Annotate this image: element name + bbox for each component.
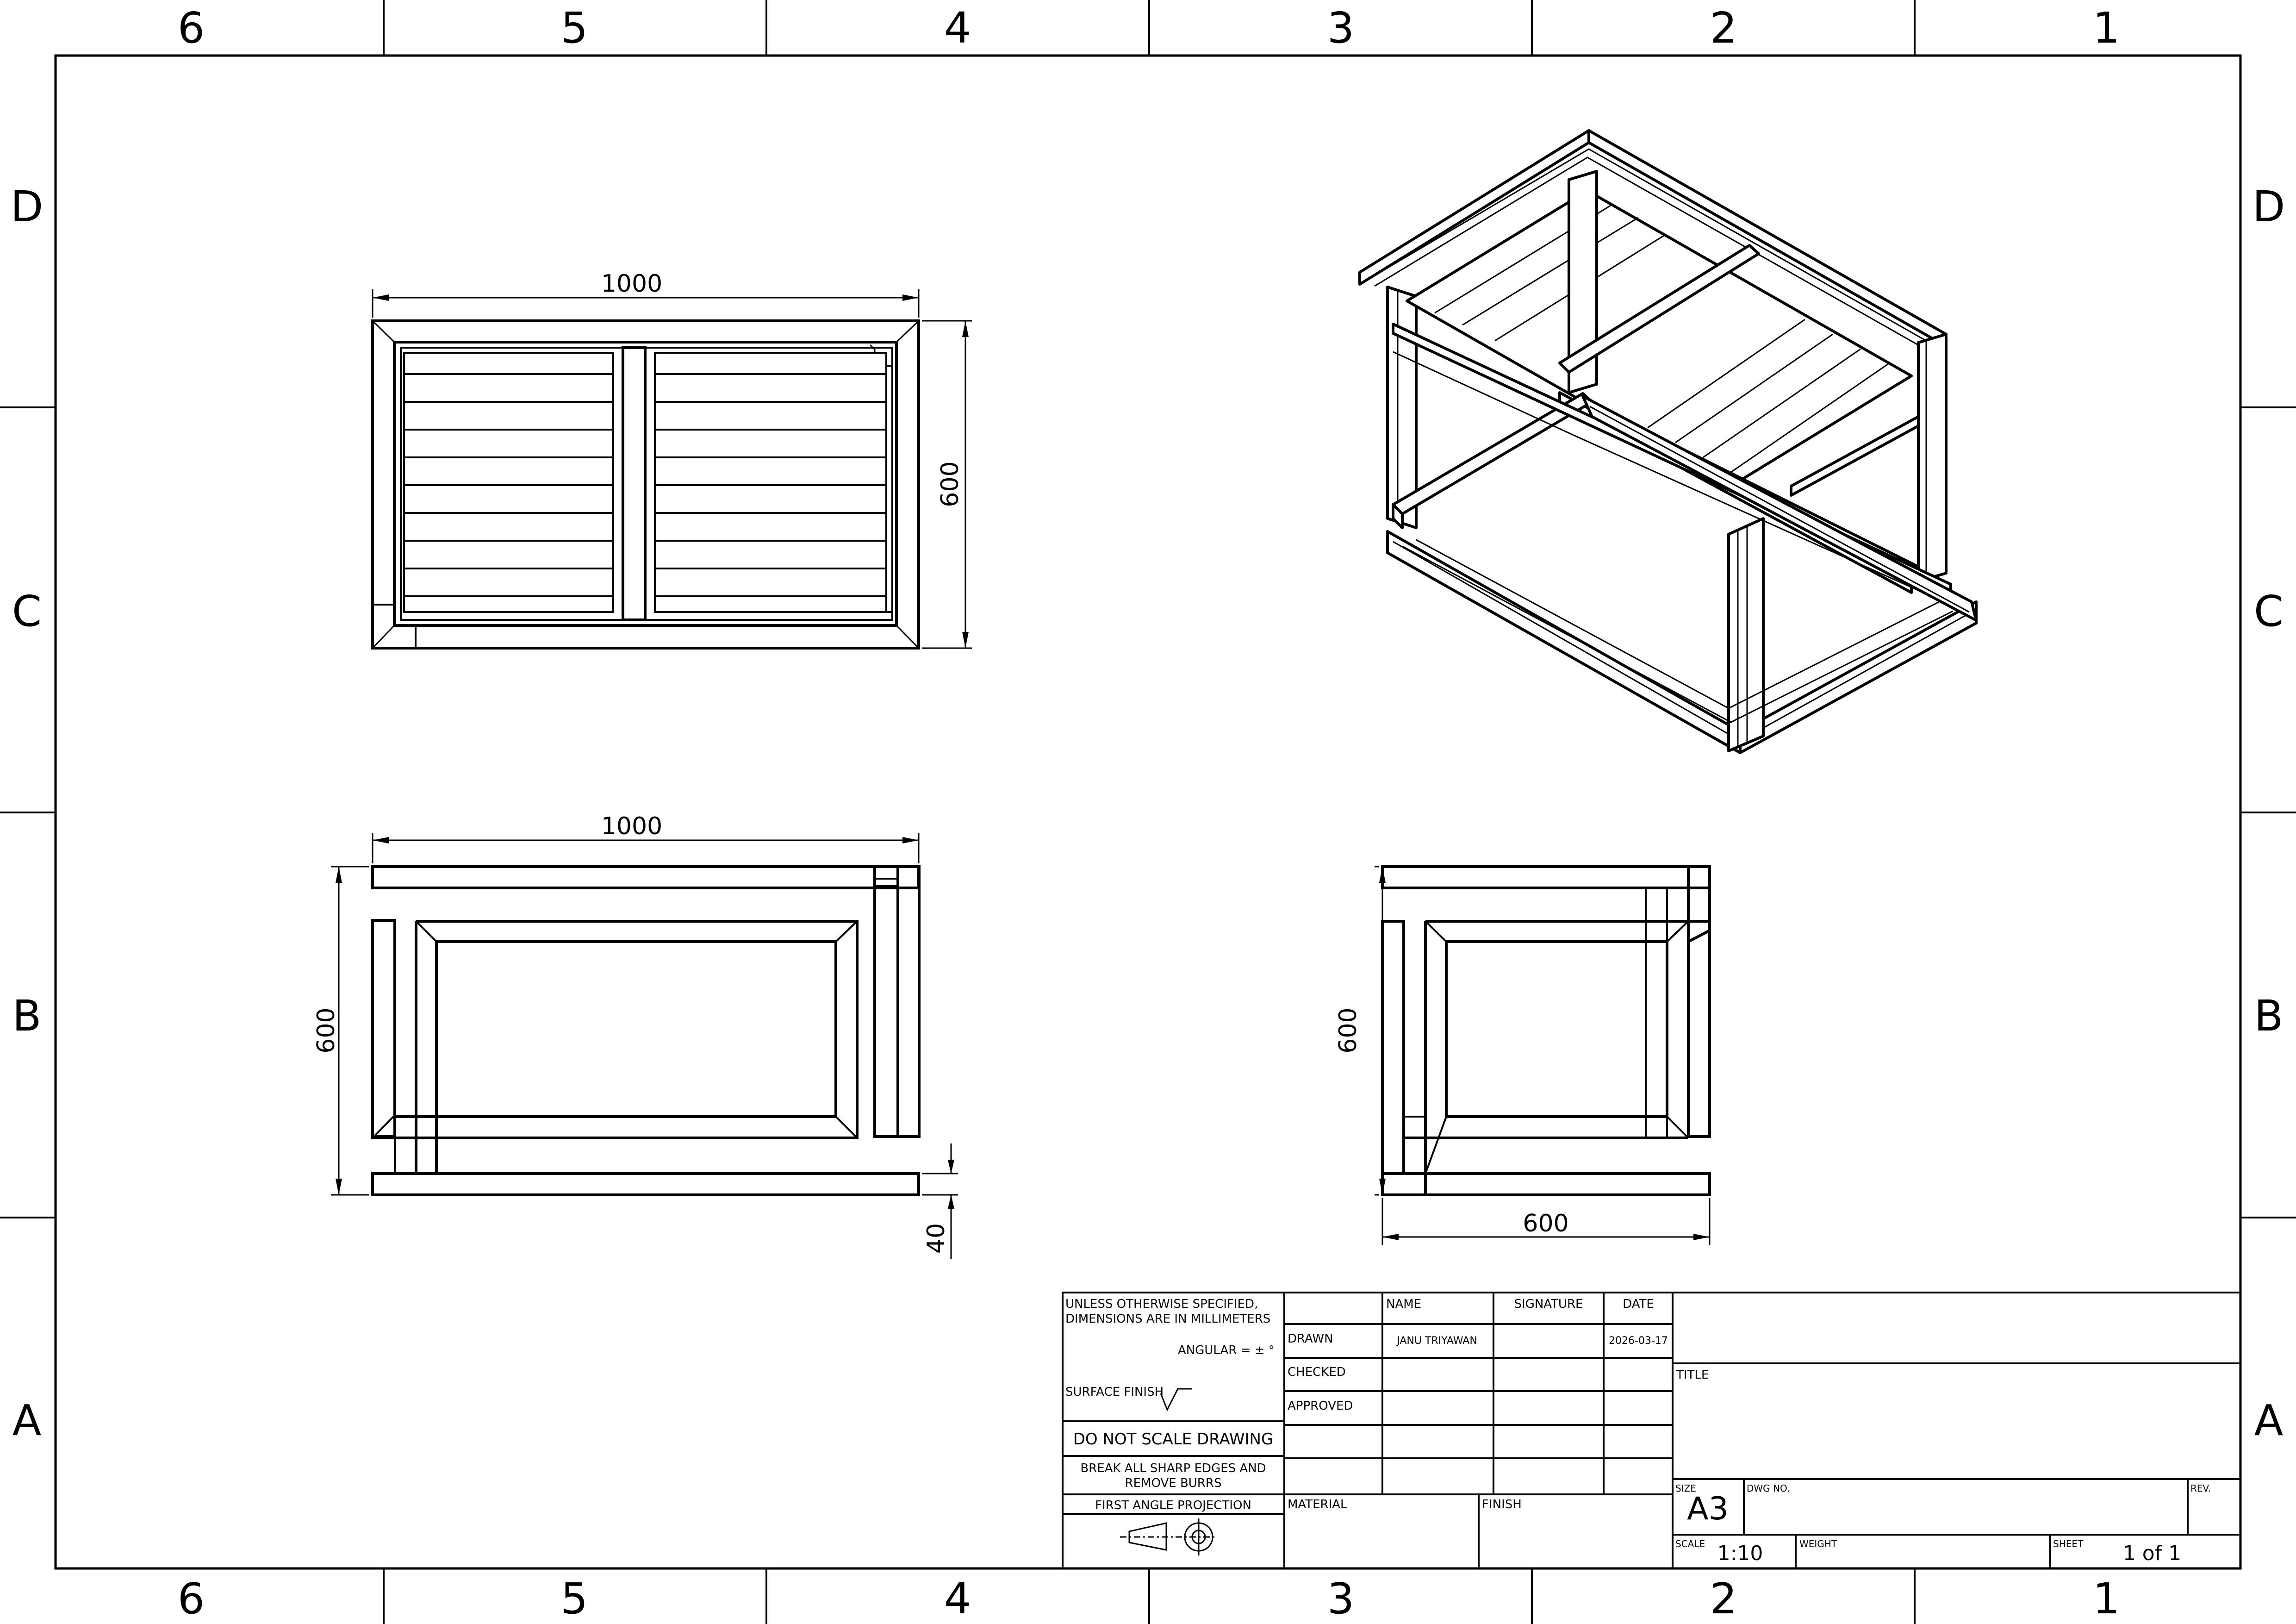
zone-row-left-C: C [12, 587, 42, 636]
surface-finish-icon [1160, 1388, 1192, 1412]
dwg-no-label: DWG NO. [1747, 1483, 1790, 1494]
zone-col-bottom-6: 6 [178, 1574, 205, 1624]
title-block: UNLESS OTHERWISE SPECIFIED, DIMENSIONS A… [1062, 1292, 2241, 1569]
scale-label: SCALE [1675, 1538, 1705, 1549]
top-depth-dimension: 600 [936, 461, 964, 507]
zone-row-right-B: B [2254, 991, 2283, 1041]
front-height-dimension: 600 [312, 1007, 340, 1053]
signature-header: SIGNATURE [1514, 1297, 1583, 1311]
zone-col-bottom-1: 1 [2093, 1574, 2120, 1624]
projection-label: FIRST ANGLE PROJECTION [1095, 1499, 1251, 1512]
checked-label: CHECKED [1288, 1365, 1346, 1379]
general-tolerance-note: UNLESS OTHERWISE SPECIFIED, [1065, 1297, 1258, 1311]
zone-row-right-C: C [2254, 587, 2284, 636]
break-edges-note-line1: BREAK ALL SHARP EDGES AND [1080, 1462, 1266, 1475]
sheet-value: 1 of 1 [2123, 1542, 2181, 1565]
front-view-dimensions: 1000 600 40 [312, 812, 958, 1259]
size-label: SIZE [1675, 1483, 1696, 1494]
drawn-label: DRAWN [1288, 1332, 1333, 1346]
side-height-dimension: 600 [1334, 1007, 1362, 1053]
zone-col-top-4: 4 [944, 3, 971, 53]
angular-tolerance-note: ANGULAR = ± ° [1178, 1343, 1275, 1357]
zone-col-top-1: 1 [2093, 3, 2120, 53]
drawn-name: JANU TRIYAWAN [1396, 1335, 1477, 1347]
zone-col-top-6: 6 [178, 3, 205, 53]
zone-col-bottom-5: 5 [561, 1574, 588, 1624]
zone-labels: 6 5 4 3 2 1 6 5 4 3 2 1 D C B A D C B A [11, 3, 2285, 1624]
zone-col-top-3: 3 [1327, 3, 1355, 53]
material-label: MATERIAL [1288, 1498, 1347, 1512]
approved-label: APPROVED [1288, 1399, 1353, 1413]
scale-value: 1:10 [1717, 1542, 1763, 1565]
sheet-label: SHEET [2053, 1538, 2084, 1549]
front-width-dimension: 1000 [601, 812, 662, 840]
top-width-dimension: 1000 [601, 270, 662, 298]
side-view-dimensions: 600 600 [1334, 866, 1711, 1245]
first-angle-projection-icon [1120, 1518, 1217, 1555]
weight-label: WEIGHT [1799, 1538, 1837, 1549]
break-edges-note-line2: REMOVE BURRS [1125, 1476, 1222, 1490]
top-view [371, 319, 920, 650]
zone-row-right-D: D [2252, 182, 2285, 231]
side-width-dimension: 600 [1523, 1210, 1568, 1237]
zone-row-right-A: A [2254, 1396, 2284, 1445]
zone-row-left-D: D [11, 182, 44, 231]
date-header: DATE [1623, 1297, 1654, 1311]
finish-label: FINISH [1482, 1498, 1522, 1512]
zone-col-top-5: 5 [561, 3, 588, 53]
rev-label: REV. [2190, 1483, 2211, 1494]
title-label: TITLE [1676, 1368, 1709, 1382]
front-thickness-dimension: 40 [922, 1223, 950, 1254]
name-header: NAME [1386, 1297, 1421, 1311]
zone-col-top-2: 2 [1710, 3, 1737, 53]
drawn-date: 2026-03-17 [1609, 1335, 1668, 1347]
zone-col-bottom-3: 3 [1327, 1574, 1355, 1624]
side-view [1381, 865, 1711, 1196]
size-value: A3 [1687, 1491, 1729, 1527]
zone-row-left-A: A [12, 1396, 42, 1445]
units-note: DIMENSIONS ARE IN MILLIMETERS [1065, 1312, 1270, 1326]
isometric-view [1358, 129, 1978, 754]
front-view [371, 865, 921, 1196]
zone-row-left-B: B [12, 991, 41, 1041]
zone-col-bottom-2: 2 [1710, 1574, 1737, 1624]
top-view-dimensions: 1000 600 [372, 270, 972, 649]
zone-col-bottom-4: 4 [944, 1574, 971, 1624]
surface-finish-label: SURFACE FINISH [1065, 1385, 1164, 1399]
do-not-scale-note: DO NOT SCALE DRAWING [1073, 1430, 1274, 1449]
